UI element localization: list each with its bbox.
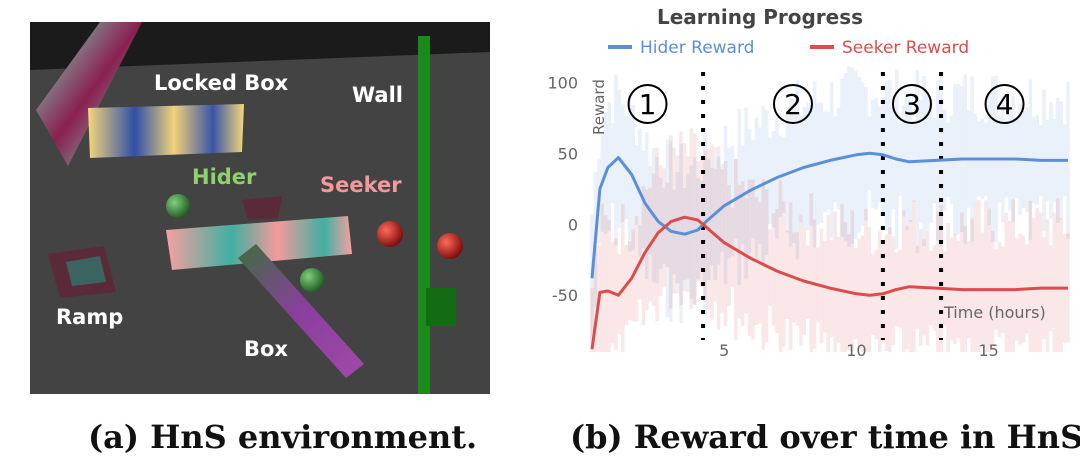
- label-ramp: Ramp: [56, 305, 123, 329]
- phase-circle: [891, 84, 932, 124]
- phase-label: 1: [639, 88, 657, 121]
- seeker-agent: [437, 233, 463, 259]
- series-lines: [590, 151, 1068, 350]
- pink-box: [166, 216, 352, 270]
- label-hider: Hider: [192, 165, 257, 189]
- x-tick-label: 5: [719, 341, 729, 360]
- phase-circle: [772, 84, 813, 124]
- chart-title: Learning Progress: [657, 5, 863, 29]
- chart-legend: Hider Reward Seeker Reward: [608, 38, 969, 58]
- small-ramp: [242, 196, 282, 220]
- caption-b: (b) Reward over time in HnS.: [570, 418, 1080, 456]
- phase-circle: [984, 84, 1025, 124]
- wall-base: [426, 288, 456, 326]
- phase-label: 2: [784, 88, 802, 121]
- hider-agent: [300, 268, 324, 292]
- scene-floor-edge: [30, 22, 490, 70]
- y-tick-label: 0: [568, 215, 578, 234]
- label-locked-box: Locked Box: [154, 71, 289, 95]
- phase-circle: [627, 84, 668, 124]
- purple-box: [238, 244, 364, 378]
- x-tick-label: 10: [846, 341, 866, 360]
- series-line: [590, 151, 1068, 279]
- caption-a: (a) HnS environment.: [88, 418, 478, 456]
- legend-label: Seeker Reward: [842, 38, 969, 58]
- series-line: [590, 215, 1068, 350]
- locked-box-upright: [36, 22, 142, 166]
- ramp-face: [66, 256, 106, 286]
- y-tick-labels: 100 50 0 -50: [547, 73, 578, 305]
- phase-label: 4: [996, 88, 1014, 121]
- y-tick-label: -50: [552, 286, 578, 305]
- x-tick-label: 15: [978, 341, 998, 360]
- wall: [418, 36, 430, 394]
- label-wall: Wall: [352, 83, 403, 107]
- x-tick-labels: 5 10 15: [719, 341, 999, 360]
- label-box: Box: [244, 337, 288, 361]
- y-axis-label: Reward: [590, 79, 608, 135]
- phase-label: 3: [903, 88, 921, 121]
- x-axis-label: Time (hours): [943, 303, 1046, 322]
- phase-boundaries: 1 2 3 4: [627, 72, 1025, 340]
- hns-environment-scene: Locked Box Wall Hider Seeker Ramp Box: [30, 22, 490, 394]
- reward-chart: Learning Progress Hider Reward Seeker Rew…: [547, 5, 1070, 360]
- legend-label: Hider Reward: [640, 38, 754, 58]
- locked-box: [88, 104, 244, 158]
- y-tick-label: 50: [558, 144, 578, 163]
- hider-agent: [166, 194, 190, 218]
- seeker-agent: [377, 221, 403, 247]
- y-tick-label: 100: [547, 73, 578, 92]
- label-seeker: Seeker: [320, 173, 402, 197]
